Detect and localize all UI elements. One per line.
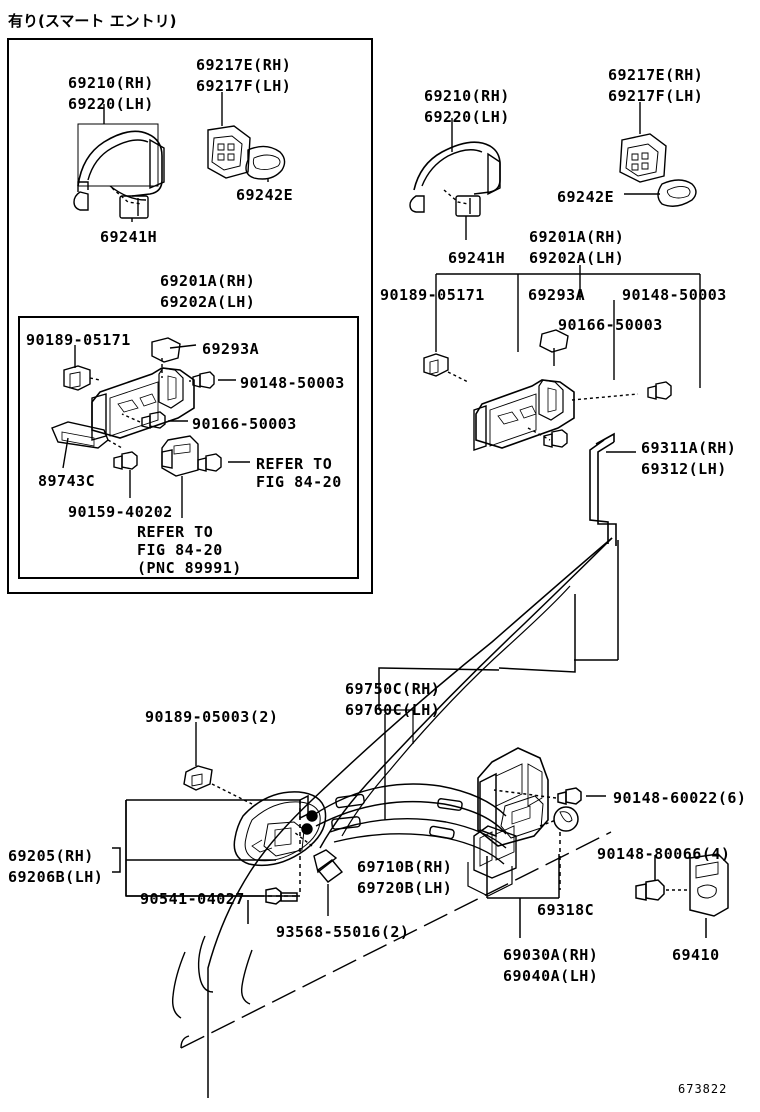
part-label-69217e-rh-right: 69217E(RH) [608, 66, 704, 84]
part-label-69206b-lh: 69206B(LH) [8, 868, 104, 886]
header-note: 有り(スマート エントリ) [8, 12, 177, 30]
part-label-69210-rh-right: 69210(RH) [424, 87, 510, 105]
part-label-69311a-rh: 69311A(RH) [641, 439, 737, 457]
part-label-90148-50003-inner: 90148-50003 [240, 374, 345, 392]
part-label-69312-lh: 69312(LH) [641, 460, 727, 478]
part-label-69210-rh: 69210(RH) [68, 74, 154, 92]
part-label-90189-05003: 90189-05003(2) [145, 708, 279, 726]
part-label-69205-rh: 69205(RH) [8, 847, 94, 865]
part-label-89743c: 89743C [38, 472, 96, 490]
part-label-69241h: 69241H [100, 228, 158, 246]
door-lock-cables [301, 714, 507, 865]
part-label-69217e-rh: 69217E(RH) [196, 56, 292, 74]
part-label-69220-lh-right: 69220(LH) [424, 108, 510, 126]
part-label-69720b-lh: 69720B(LH) [357, 879, 453, 897]
part-label-90189-05171-right: 90189-05171 [380, 286, 485, 304]
part-label-90159-40202: 90159-40202 [68, 503, 173, 521]
part-label-69760c-lh: 69760C(LH) [345, 701, 441, 719]
part-label-69040a-lh: 69040A(LH) [503, 967, 599, 985]
part-label-69242e-right: 69242E [557, 188, 615, 206]
part-label-69710b-rh: 69710B(RH) [357, 858, 453, 876]
door-panel-outline [207, 537, 619, 1098]
part-label-69217f-lh-right: 69217F(LH) [608, 87, 704, 105]
door-clip-90189 [183, 722, 253, 805]
part-label-69241h-right: 69241H [448, 249, 506, 267]
door-lock-striker [635, 853, 729, 938]
part-label-90166-50003-right: 90166-50003 [558, 316, 663, 334]
part-label-90148-50003-right: 90148-50003 [622, 286, 727, 304]
part-label-69318c: 69318C [537, 901, 595, 919]
part-label-69202a-lh: 69202A(LH) [160, 293, 256, 311]
inside-door-handle [126, 791, 327, 867]
part-label-93568-55016: 93568-55016(2) [276, 923, 410, 941]
part-label-69750c-rh: 69750C(RH) [345, 680, 441, 698]
part-label-69201a-rh-right: 69201A(RH) [529, 228, 625, 246]
part-label-69410: 69410 [672, 946, 720, 964]
part-label-69242e: 69242E [236, 186, 294, 204]
refer-note-1-line1: REFER TO [256, 455, 333, 473]
part-label-69293a-right: 69293A [528, 286, 586, 304]
part-label-69220-lh: 69220(LH) [68, 95, 154, 113]
refer-note-2-line3: (PNC 89991) [137, 559, 242, 577]
lock-cylinder-cover-right [619, 102, 667, 183]
part-label-90148-80066: 90148-80066(4) [597, 845, 731, 863]
refer-note-1-line2: FIG 84-20 [256, 473, 342, 491]
part-label-69030a-rh: 69030A(RH) [503, 946, 599, 964]
part-label-69293a: 69293A [202, 340, 260, 358]
figure-code: 673822 [678, 1082, 728, 1096]
handle-screw-93568 [293, 831, 344, 916]
lock-control-rod [589, 432, 636, 546]
part-label-69201a-rh: 69201A(RH) [160, 272, 256, 290]
part-label-69217f-lh: 69217F(LH) [196, 77, 292, 95]
part-label-90148-60022: 90148-60022(6) [613, 789, 747, 807]
part-label-69202a-lh-right: 69202A(LH) [529, 249, 625, 267]
handle-frame-right-art [423, 329, 672, 451]
outside-handle-frame-subassembly-box [18, 316, 359, 579]
part-label-90189-05171: 90189-05171 [26, 331, 131, 349]
smart-entry-variant-box [7, 38, 373, 594]
part-label-90166-50003-inner: 90166-50003 [192, 415, 297, 433]
handle-assembly-right [409, 118, 501, 240]
handle-pad-right [624, 179, 697, 207]
part-label-90541-04027: 90541-04027 [140, 890, 245, 908]
refer-note-2-line2: FIG 84-20 [137, 541, 223, 559]
refer-note-2-line1: REFER TO [137, 523, 214, 541]
